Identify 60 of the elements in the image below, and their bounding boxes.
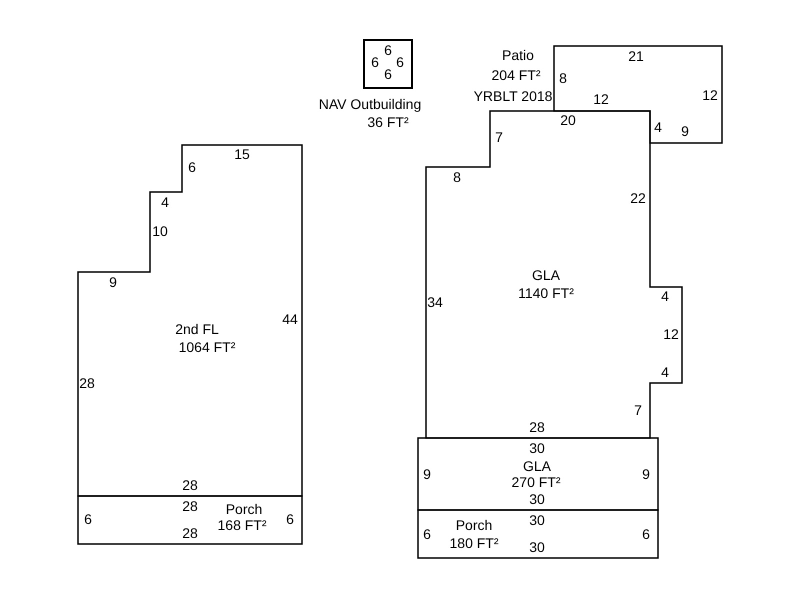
area-label: Patio bbox=[502, 47, 534, 63]
dimension-label: 22 bbox=[630, 190, 646, 206]
dimension-label: 9 bbox=[423, 466, 431, 482]
area-label: GLA bbox=[523, 458, 551, 474]
porch-outline bbox=[418, 510, 658, 558]
dimension-label: 6 bbox=[423, 526, 431, 542]
area-label: 1140 FT² bbox=[518, 285, 574, 301]
dimension-label: 4 bbox=[161, 194, 169, 210]
area-label: 270 FT² bbox=[512, 474, 560, 490]
dimension-label: 6 bbox=[286, 511, 294, 527]
dimension-label: 6 bbox=[642, 526, 650, 542]
dimension-label: 7 bbox=[495, 129, 503, 145]
dimension-label: 30 bbox=[529, 512, 545, 528]
dimension-label: 30 bbox=[529, 539, 545, 555]
area-label: 180 FT² bbox=[450, 535, 498, 551]
dimension-label: 8 bbox=[559, 70, 567, 86]
dimension-label: 4 bbox=[654, 119, 662, 135]
area-label: 2nd FL bbox=[175, 321, 219, 337]
dimension-label: 12 bbox=[663, 326, 679, 342]
dimension-label: 28 bbox=[529, 419, 545, 435]
dimension-label: 15 bbox=[234, 146, 250, 162]
area-label: GLA bbox=[532, 267, 560, 283]
dimension-label: 20 bbox=[560, 112, 576, 128]
dimension-label: 12 bbox=[702, 87, 718, 103]
floor-area-outline bbox=[418, 438, 658, 510]
floor-area-outline bbox=[78, 145, 302, 496]
dimension-label: 9 bbox=[642, 466, 650, 482]
area-label: Porch bbox=[456, 517, 492, 533]
dimension-label: 28 bbox=[79, 375, 95, 391]
dimension-label: 6 bbox=[188, 159, 196, 175]
dimension-label: 12 bbox=[593, 91, 609, 107]
dimension-label: 6 bbox=[396, 54, 404, 70]
dimension-label: 4 bbox=[661, 288, 669, 304]
area-label: YRBLT 2018 bbox=[474, 88, 552, 104]
dimension-label: 30 bbox=[529, 491, 545, 507]
dimension-label: 44 bbox=[282, 311, 298, 327]
porch-outline bbox=[78, 496, 302, 544]
dimension-label: 10 bbox=[152, 223, 168, 239]
dimension-label: 30 bbox=[529, 440, 545, 456]
dimension-label: 8 bbox=[453, 169, 461, 185]
dimension-label: 6 bbox=[84, 511, 92, 527]
dimension-label: 6 bbox=[384, 66, 392, 82]
area-label: 1064 FT² bbox=[178, 339, 236, 355]
dimension-label: 28 bbox=[182, 477, 198, 493]
dimension-label: 28 bbox=[182, 525, 198, 541]
area-label: NAV Outbuilding bbox=[318, 96, 422, 112]
area-label: 204 FT² bbox=[492, 67, 540, 83]
area-label: 168 FT² bbox=[218, 517, 266, 533]
area-label: Porch bbox=[226, 501, 262, 517]
area-label: 36 FT² bbox=[367, 114, 409, 130]
dimension-label: 6 bbox=[384, 42, 392, 58]
dimension-label: 9 bbox=[681, 123, 689, 139]
dimension-label: 21 bbox=[628, 48, 644, 64]
dimension-label: 7 bbox=[634, 402, 642, 418]
dimension-label: 4 bbox=[661, 364, 669, 380]
dimension-label: 6 bbox=[371, 54, 379, 70]
dimension-label: 28 bbox=[182, 498, 198, 514]
floor-area-outline bbox=[426, 111, 682, 438]
dimension-label: 9 bbox=[109, 274, 117, 290]
dimension-label: 34 bbox=[427, 294, 443, 310]
